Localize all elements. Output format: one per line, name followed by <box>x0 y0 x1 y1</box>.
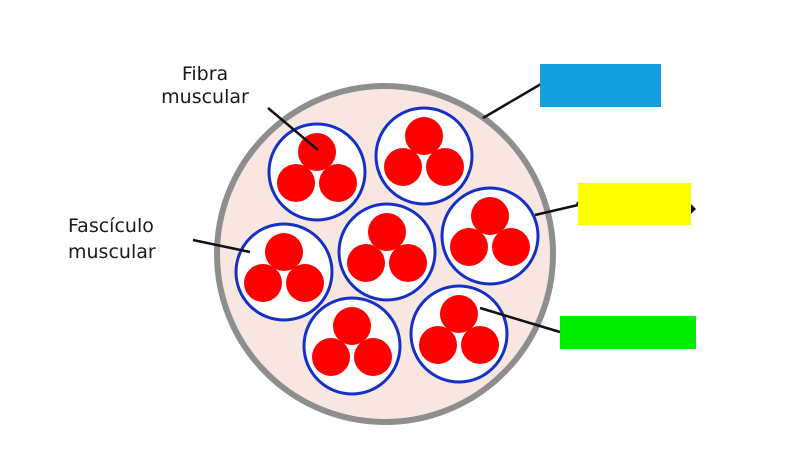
endomysium-answer-box[interactable] <box>560 316 696 349</box>
fascicle-6 <box>302 296 402 396</box>
fascicle-label-line1: Fascículo <box>68 215 154 237</box>
fiber-label-line1: Fibra <box>182 63 228 85</box>
muscle-fiber <box>368 213 406 251</box>
muscle-fiber <box>419 326 457 364</box>
muscle-fiber <box>312 338 350 376</box>
muscle-fiber <box>471 197 509 235</box>
leader-line-perimysium <box>534 203 579 217</box>
muscle-fiber <box>492 228 530 266</box>
fiber-label-line2: muscular <box>161 86 249 108</box>
muscle-fiber <box>384 148 422 186</box>
muscle-fiber <box>277 164 315 202</box>
fascicle-5 <box>440 186 540 286</box>
epimysium-answer-box[interactable] <box>540 64 661 107</box>
perimysium-answer-box[interactable] <box>578 183 691 225</box>
muscle-fiber <box>440 295 478 333</box>
fascicle-group <box>234 106 540 396</box>
leader-lines <box>192 82 579 334</box>
leader-line-epimysium <box>482 82 542 120</box>
muscle-fiber <box>405 117 443 155</box>
fascicle-1 <box>267 122 367 222</box>
fascicle-7 <box>409 284 509 384</box>
muscle-fiber <box>286 264 324 302</box>
muscle-fiber <box>354 338 392 376</box>
fascicle-2 <box>374 106 474 206</box>
perimysium-box-tip <box>690 203 696 215</box>
leader-line-endomysium <box>479 306 561 334</box>
fascicle-3 <box>234 222 334 322</box>
muscle-fiber <box>426 148 464 186</box>
muscle-fiber <box>450 228 488 266</box>
muscle-fiber <box>319 164 357 202</box>
muscle-fiber <box>461 326 499 364</box>
fascicle-label-line2: muscular <box>68 241 156 263</box>
muscle-fiber <box>333 307 371 345</box>
fascicle-4 <box>337 202 437 302</box>
muscle-fiber <box>389 244 427 282</box>
leader-line-fiber <box>267 107 319 151</box>
leader-line-fascicle <box>192 238 251 254</box>
muscle-fiber <box>347 244 385 282</box>
muscle-fiber <box>265 233 303 271</box>
muscle-fiber <box>244 264 282 302</box>
